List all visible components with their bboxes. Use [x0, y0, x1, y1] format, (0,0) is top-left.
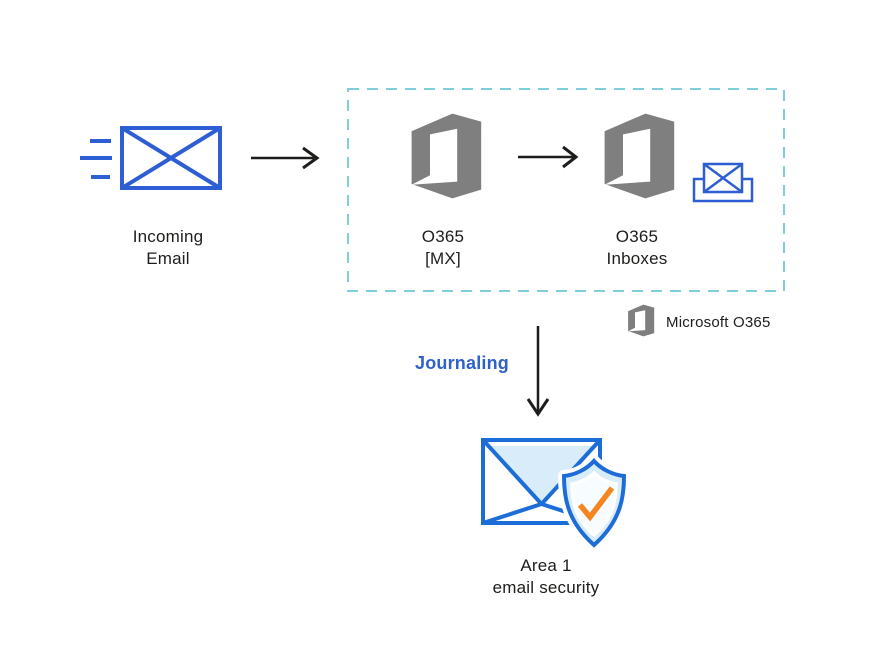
o365-inboxes-label: O365 Inboxes	[577, 226, 697, 270]
journaling-label: Journaling	[414, 353, 509, 373]
o365-mx-label-line2: [MX]	[425, 249, 461, 268]
o365-inboxes-label-line1: O365	[615, 227, 659, 246]
o365-inboxes-label-line2: Inboxes	[606, 249, 668, 268]
inbox-icon	[692, 162, 754, 203]
o365-mx-label: O365 [MX]	[383, 226, 503, 270]
microsoft-o365-legend-label: Microsoft O365	[666, 314, 771, 331]
office365-inboxes-icon	[604, 113, 675, 199]
incoming-email-label-line2: Email	[146, 249, 190, 268]
office365-mx-icon	[411, 113, 482, 199]
arrow-down-icon	[526, 326, 550, 417]
o365-group-dashed-box	[347, 88, 785, 292]
shield-check-icon	[558, 455, 630, 551]
area1-label-line1: Area 1	[520, 556, 572, 575]
speed-lines-icon	[80, 139, 112, 179]
office365-legend-icon	[628, 304, 655, 337]
area1-label-line2: email security	[492, 578, 600, 597]
arrow-right-icon	[518, 145, 579, 169]
incoming-email-label: Incoming Email	[108, 226, 228, 270]
arrow-right-icon	[251, 146, 320, 170]
incoming-email-envelope-icon	[120, 126, 222, 190]
area1-email-security-icon	[481, 438, 630, 551]
area1-label: Area 1 email security	[486, 555, 606, 599]
o365-mx-label-line1: O365	[421, 227, 465, 246]
checkmark-icon	[577, 486, 615, 522]
incoming-email-label-line1: Incoming	[132, 227, 204, 246]
